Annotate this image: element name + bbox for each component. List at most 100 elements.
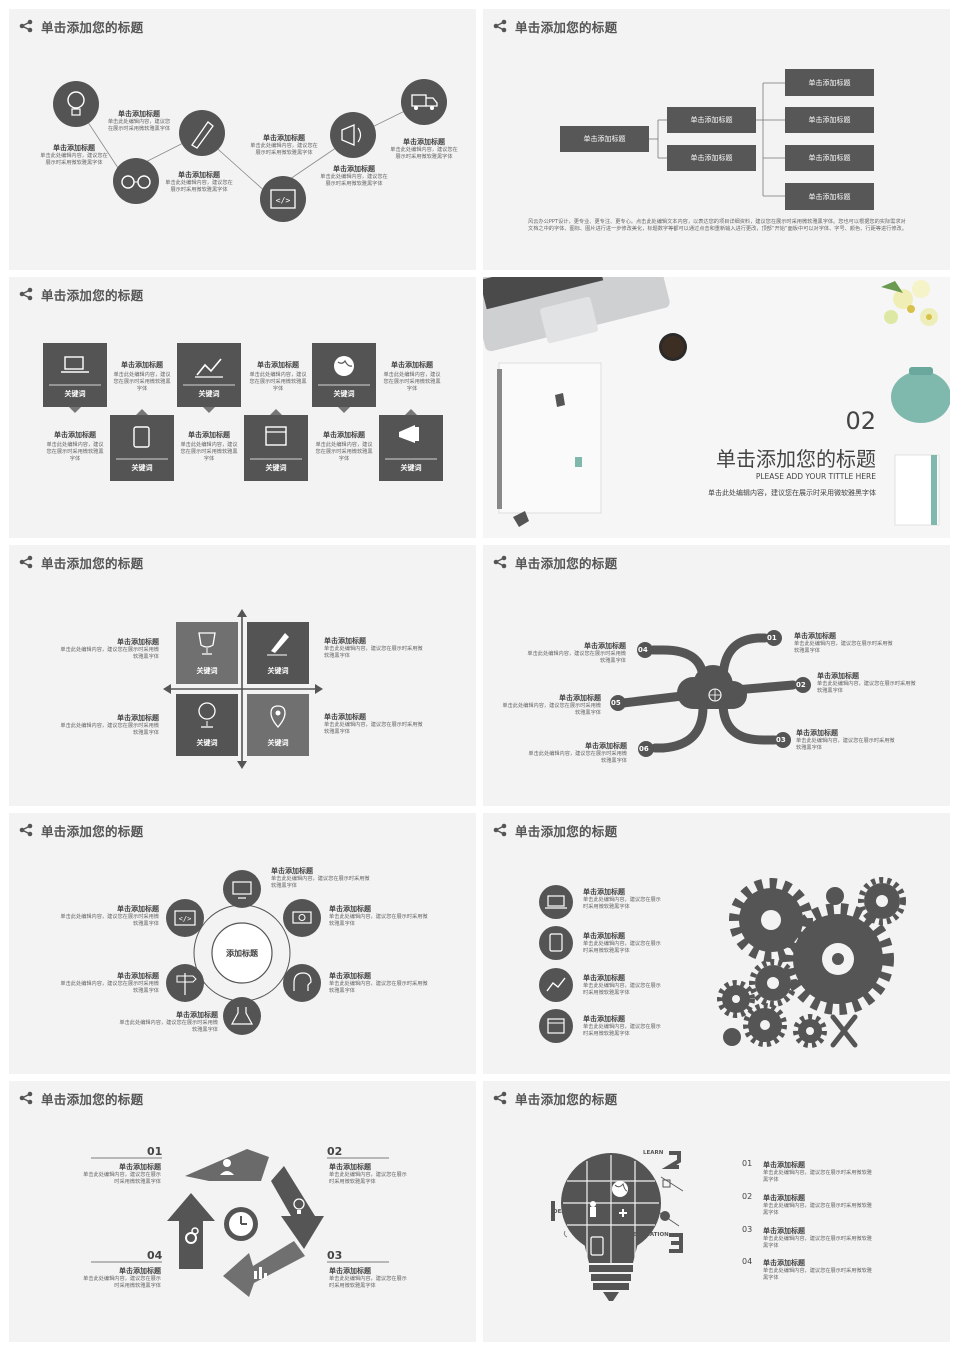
list-number: 02: [742, 1192, 753, 1201]
item-title: 单击添加标题: [583, 888, 625, 896]
tablet-icon: [539, 926, 573, 960]
item-text: 单击此处编辑内容，建议您在展示时采用微软雅黑字体: [180, 442, 238, 462]
item-title: 单击添加标题: [118, 110, 160, 118]
tree-root[interactable]: 单击添加标题: [560, 126, 649, 152]
keyword-label: 关键词: [267, 667, 289, 675]
slide-title: 单击添加您的标题: [515, 1091, 618, 1107]
item-title: 单击添加标题: [329, 1267, 371, 1275]
bulb-icon: [53, 81, 99, 127]
step-number: 04: [147, 1249, 163, 1262]
svg-text:</>: </>: [276, 196, 291, 205]
calendar-icon: [539, 1009, 573, 1043]
list-number: 04: [742, 1257, 753, 1266]
item-text: 单击此处编辑内容，建议您在展示时采用微软雅黑字体: [46, 442, 104, 462]
slide-header: 单击添加您的标题: [19, 554, 143, 571]
item-title: 单击添加标题: [54, 431, 96, 439]
item-title: 单击添加标题: [271, 867, 313, 875]
item-text: 单击此处编辑内容，建议您在展示时采用微软雅黑字体: [113, 372, 171, 392]
keyword-label: 关键词: [400, 464, 422, 472]
slide-title: 单击添加您的标题: [515, 19, 618, 35]
node-number: 01: [767, 634, 777, 642]
item-title: 单击添加标题: [763, 1227, 805, 1235]
section-text: 单击此处编辑内容，建议您在展示时采用微软雅黑字体: [708, 489, 876, 497]
tree-mid[interactable]: 单击添加标题: [667, 145, 756, 171]
slide-title: 单击添加您的标题: [41, 19, 144, 35]
cycle-arrows-graphic: [91, 1149, 389, 1297]
slide-8[interactable]: 单击添加您的标题 单击添加标题 单击此处编辑内容，建议您在展示时采用微软: [483, 813, 950, 1074]
item-text: 单击此处编辑内容，建议您在展示时采用微软雅黑字体: [83, 1172, 161, 1185]
slide-5[interactable]: 单击添加您的标题 关键词 关键词 关键词 关键词 单击添加标题 单击此处编辑内容…: [9, 545, 476, 806]
item-text: 单击此处编辑内容，建议您在展示时采用微软雅黑字体: [40, 153, 108, 166]
keyword-label: 关键词: [267, 739, 289, 747]
slide-3[interactable]: 单击添加您的标题 关键词 关键词 关键词 关键词 关键词 关键词 单击添加标题 …: [9, 277, 476, 538]
item-text: 单击此处编辑内容，建议您在展示时采用微软雅黑字体: [329, 1276, 407, 1289]
tree-mid[interactable]: 单击添加标题: [667, 107, 756, 133]
money-icon: [283, 899, 321, 937]
tree-connectors: [649, 82, 785, 197]
keyword-grid-graphic: [43, 343, 443, 481]
gears-graphic: [539, 877, 906, 1048]
item-text: 单击此处编辑内容，建议您在展示时采用微软雅黑字体: [165, 180, 233, 193]
node-number: 04: [638, 646, 648, 654]
slide-2[interactable]: 单击添加您的标题 单击添加标题 单击添加标题 单击添加标题 单击添加标题 单击添…: [483, 9, 950, 270]
step-number: 02: [327, 1145, 343, 1158]
item-text: 单击此处编辑内容，建议您在展示时采用微软雅黑字体: [527, 651, 626, 664]
item-title: 单击添加标题: [324, 713, 366, 721]
item-text: 单击此处编辑内容，建议您在展示时采用微软雅黑字体: [383, 372, 441, 392]
section-number: 02: [845, 407, 876, 435]
keyword-label: 关键词: [64, 390, 86, 398]
item-title: 单击添加标题: [391, 361, 433, 369]
item-text: 单击此处编辑内容，建议您在展示时采用微软雅黑字体: [329, 1172, 407, 1185]
item-title: 单击添加标题: [324, 637, 366, 645]
node-number: 05: [611, 699, 621, 707]
item-text: 单击此处编辑内容，建议您在展示时采用微软雅黑字体: [583, 983, 661, 996]
slide-10[interactable]: 单击添加您的标题 LEARN IDEA EDUCATION 01 单击添加标题 …: [483, 1081, 950, 1342]
item-text: 单击此处编辑内容，建议您在展示时采用微软雅黑字体: [315, 442, 373, 462]
bulb-label-education: EDUCATION: [633, 1232, 669, 1238]
flask-icon: [223, 997, 261, 1035]
item-title: 单击添加标题: [583, 932, 625, 940]
item-title: 单击添加标题: [817, 672, 859, 680]
item-text: 单击此处编辑内容，建议您在展示时采用微软雅黑字体: [794, 641, 893, 654]
slide-9[interactable]: 单击添加您的标题 01 02 03 04 单击添加标题 单击此处编辑内容，建议您…: [9, 1081, 476, 1342]
timeline-graphic: </>: [53, 79, 447, 222]
item-title: 单击添加标题: [117, 972, 159, 980]
item-title: 单击添加标题: [763, 1194, 805, 1202]
tree-leaf[interactable]: 单击添加标题: [785, 145, 874, 171]
item-text: 单击此处编辑内容，建议您在展示时采用微软雅黑字体: [107, 119, 171, 132]
list-number: 03: [742, 1225, 753, 1234]
item-text: 单击此处编辑内容，建议您在展示时采用微软雅黑字体: [60, 914, 159, 927]
item-title: 单击添加标题: [329, 905, 371, 913]
svg-text:</>: </>: [179, 915, 192, 923]
tree-leaf[interactable]: 单击添加标题: [785, 107, 874, 133]
puzzle-bulb-graphic: [551, 1151, 684, 1301]
item-text: 单击此处编辑内容，建议您在展示时采用微软雅黑字体: [763, 1236, 872, 1249]
slide-header: 单击添加您的标题: [19, 822, 143, 839]
slide-header: 单击添加您的标题: [19, 286, 143, 303]
slide-header: 单击添加您的标题: [493, 822, 617, 839]
item-title: 单击添加标题: [329, 1163, 371, 1171]
code-window-icon: </>: [166, 899, 204, 937]
item-title: 单击添加标题: [176, 1011, 218, 1019]
item-text: 单击此处编辑内容，建议您在展示时采用微软雅黑字体: [390, 147, 458, 160]
tree-leaf[interactable]: 单击添加标题: [785, 183, 874, 210]
head-bulb-icon: [283, 964, 321, 1002]
slide-7[interactable]: 单击添加您的标题 </> 添加标题 单击添加标题 单击此处编辑内容，建议您在展示…: [9, 813, 476, 1074]
tree-leaf[interactable]: 单击添加标题: [785, 69, 874, 96]
signpost-icon: [166, 964, 204, 1002]
slide-1[interactable]: 单击添加您的标题 </> 单击添加标题 单击此处编辑内容，建议您在展示时采用微软…: [9, 9, 476, 270]
keyword-label: 关键词: [198, 390, 220, 398]
slide-6[interactable]: 单击添加您的标题 01 02 03 04 05 06 单击添加标题 单击此处编辑…: [483, 545, 950, 806]
item-title: 单击添加标题: [794, 632, 836, 640]
item-title: 单击添加标题: [583, 1015, 625, 1023]
node-number: 03: [776, 736, 786, 744]
item-title: 单击添加标题: [763, 1259, 805, 1267]
megaphone-icon: [330, 112, 376, 158]
item-title: 单击添加标题: [178, 171, 220, 179]
item-text: 单击此处编辑内容，建议您在展示时采用微软雅黑字体: [583, 941, 661, 954]
slide-4-section[interactable]: 02 单击添加您的标题 PLEASE ADD YOUR TITTLE HERE …: [483, 277, 950, 538]
item-title: 单击添加标题: [403, 138, 445, 146]
item-title: 单击添加标题: [257, 361, 299, 369]
item-text: 单击此处编辑内容，建议您在展示时采用微软雅黑字体: [817, 681, 916, 694]
item-title: 单击添加标题: [117, 905, 159, 913]
